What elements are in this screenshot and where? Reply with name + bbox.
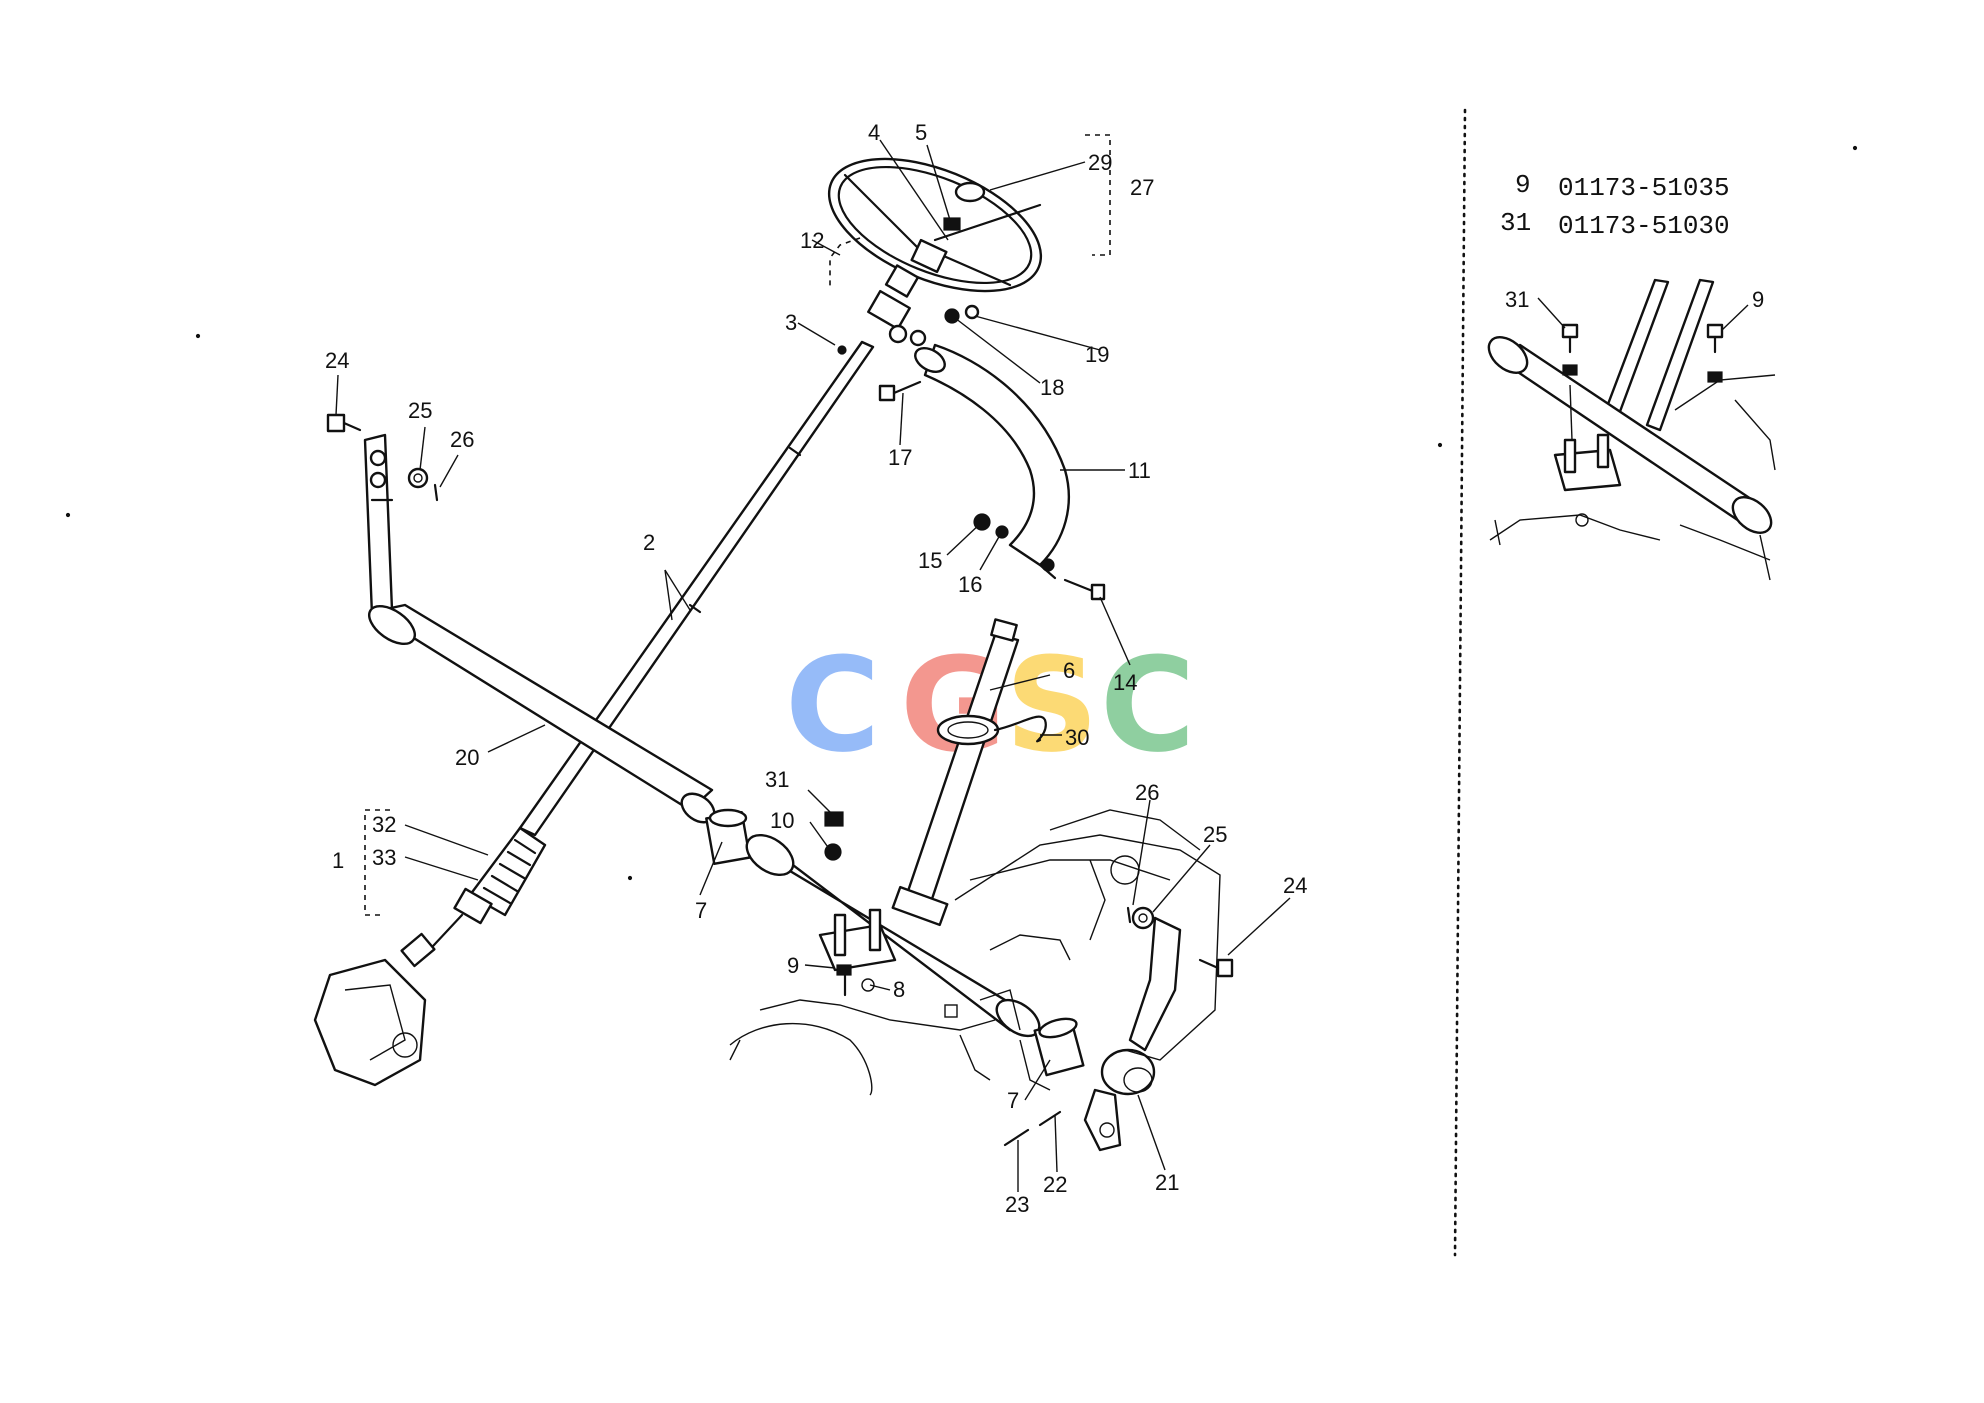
callout-5: 5 xyxy=(915,120,927,145)
callout-16: 16 xyxy=(958,572,982,597)
inset-callout-31: 31 xyxy=(1505,287,1529,312)
callout-25-right: 25 xyxy=(1203,822,1227,847)
inset-detail: 31 9 xyxy=(1487,278,1776,581)
steering-shaft xyxy=(313,340,875,1087)
callout-12: 12 xyxy=(800,228,824,253)
callout-24-right: 24 xyxy=(1283,873,1307,898)
callout-4: 4 xyxy=(868,120,880,145)
parts-table: 9 01173-51035 31 01173-51030 xyxy=(1500,170,1730,241)
print-specks xyxy=(65,145,1858,881)
callout-31: 31 xyxy=(765,767,789,792)
callout-labels: 4 5 29 27 12 3 19 18 17 11 15 16 14 6 30… xyxy=(325,120,1307,1217)
watermark-letter-s: S xyxy=(1005,629,1099,781)
callout-23: 23 xyxy=(1005,1192,1029,1217)
callout-14: 14 xyxy=(1113,670,1137,695)
callout-22: 22 xyxy=(1043,1172,1067,1197)
callout-32: 32 xyxy=(372,812,396,837)
support-post xyxy=(891,618,1047,927)
callout-1: 1 xyxy=(332,848,344,873)
callout-6: 6 xyxy=(1063,658,1075,683)
table-ref-31: 31 xyxy=(1500,208,1531,238)
tractor-body xyxy=(729,809,1221,1096)
column-upper-parts xyxy=(837,264,980,402)
callout-30: 30 xyxy=(1065,725,1089,750)
callout-26-right: 26 xyxy=(1135,780,1159,805)
callout-19: 19 xyxy=(1085,342,1109,367)
callout-7-right: 7 xyxy=(1007,1088,1019,1113)
callout-24-left: 24 xyxy=(325,348,349,373)
callout-2: 2 xyxy=(643,530,655,555)
leader-lines xyxy=(335,139,1291,1192)
bellows-boot xyxy=(453,826,547,925)
main-cross-tube xyxy=(745,811,1041,1038)
panel-divider xyxy=(1453,108,1467,1257)
steering-wheel xyxy=(827,157,1043,293)
bushing-left xyxy=(705,808,751,865)
callout-8: 8 xyxy=(893,977,905,1002)
callout-29: 29 xyxy=(1088,150,1112,175)
callout-9: 9 xyxy=(787,953,799,978)
callout-27: 27 xyxy=(1130,175,1154,200)
watermark-letter-c1: C xyxy=(785,629,880,781)
callout-11: 11 xyxy=(1128,458,1151,483)
right-arm xyxy=(1003,906,1234,1152)
gearbox xyxy=(313,913,464,1087)
callout-15: 15 xyxy=(918,548,942,573)
inset-callout-9: 9 xyxy=(1752,287,1764,312)
callout-25-left: 25 xyxy=(408,398,432,423)
callout-3: 3 xyxy=(785,310,797,335)
table-part-no-9: 01173-51035 xyxy=(1558,173,1730,203)
callout-7-left: 7 xyxy=(695,898,707,923)
watermark-letter-c2: C xyxy=(1100,629,1195,781)
callout-18: 18 xyxy=(1040,375,1064,400)
callout-21: 21 xyxy=(1155,1170,1179,1195)
left-arm xyxy=(326,413,716,824)
table-part-no-31: 01173-51030 xyxy=(1558,211,1730,241)
group-brackets xyxy=(364,134,1111,916)
callout-17: 17 xyxy=(888,445,912,470)
table-ref-9: 9 xyxy=(1515,170,1531,200)
callout-26-left: 26 xyxy=(450,427,474,452)
callout-20: 20 xyxy=(455,745,479,770)
callout-33: 33 xyxy=(372,845,396,870)
callout-10: 10 xyxy=(770,808,794,833)
